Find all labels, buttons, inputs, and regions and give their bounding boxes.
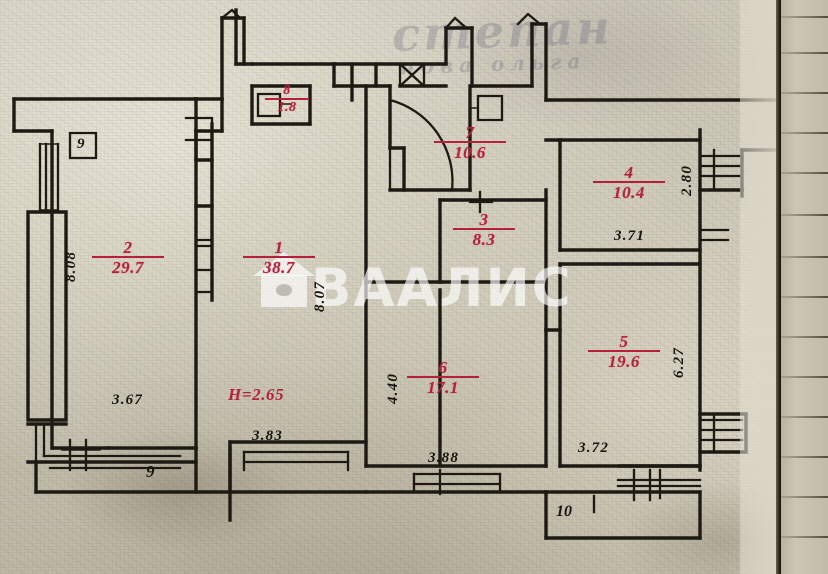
room-label-6: 6 17.1: [407, 358, 479, 397]
room-number-1: 1: [274, 238, 284, 257]
ceiling-height-note: H=2.65: [228, 385, 285, 404]
dimension-left-vertical: 8.08: [63, 250, 80, 283]
dimension-room1-vertical: 8.07: [312, 280, 329, 313]
room-number-5: 5: [619, 332, 629, 351]
boxed-label-9-top: 9: [77, 136, 85, 152]
dimension-room6-vertical: 4.40: [385, 372, 402, 405]
room-area-7: 10.6: [454, 143, 486, 162]
room-label-3: 3 8.3: [453, 210, 515, 249]
book-gutter-shadow: [776, 0, 785, 574]
dimension-room5-vertical: 6.27: [671, 346, 688, 379]
room-label-7: 7 10.6: [434, 123, 506, 162]
dimension-room4-bottom: 3.71: [614, 228, 646, 244]
room-label-8: 8 1.8: [265, 84, 309, 115]
dimension-room6-bottom: 3.88: [428, 450, 460, 466]
dimension-room4-vertical: 2.80: [679, 164, 696, 197]
room-area-4: 10.4: [613, 183, 645, 202]
room-number-2: 2: [123, 238, 133, 257]
room-area-6: 17.1: [427, 378, 459, 397]
room-number-8: 8: [283, 83, 291, 98]
room-area-8: 1.8: [277, 100, 297, 115]
room-label-1: 1 38.7: [243, 238, 315, 277]
room-divider-7: [434, 141, 506, 143]
boxed-label-10: 10: [556, 503, 572, 520]
room-number-6: 6: [438, 358, 448, 377]
room-divider-8: [265, 98, 309, 100]
room-number-7: 7: [465, 123, 475, 142]
room-label-4: 4 10.4: [593, 163, 665, 202]
dimension-room2-bottom: 3.67: [112, 392, 144, 408]
dimension-room5-bottom: 3.72: [578, 440, 610, 456]
dimension-room1-bottom: 3.83: [252, 428, 284, 444]
page-stack: [781, 0, 828, 574]
room-area-5: 19.6: [608, 352, 640, 371]
room-area-3: 8.3: [472, 230, 496, 249]
room-area-2: 29.7: [112, 258, 144, 277]
room-area-1: 38.7: [263, 258, 295, 277]
room-number-4: 4: [624, 163, 634, 182]
room-divider-6: [407, 376, 479, 378]
boxed-label-9-bottom: 9: [146, 462, 155, 481]
book-binding-edge: [740, 0, 828, 574]
room-divider-1: [243, 256, 315, 258]
room-divider-5: [588, 350, 660, 352]
room-divider-3: [453, 228, 515, 230]
room-divider-2: [92, 256, 164, 258]
room-label-5: 5 19.6: [588, 332, 660, 371]
room-label-2: 2 29.7: [92, 238, 164, 277]
room-divider-4: [593, 181, 665, 183]
room-number-3: 3: [479, 210, 489, 229]
page-margin: [740, 0, 776, 574]
